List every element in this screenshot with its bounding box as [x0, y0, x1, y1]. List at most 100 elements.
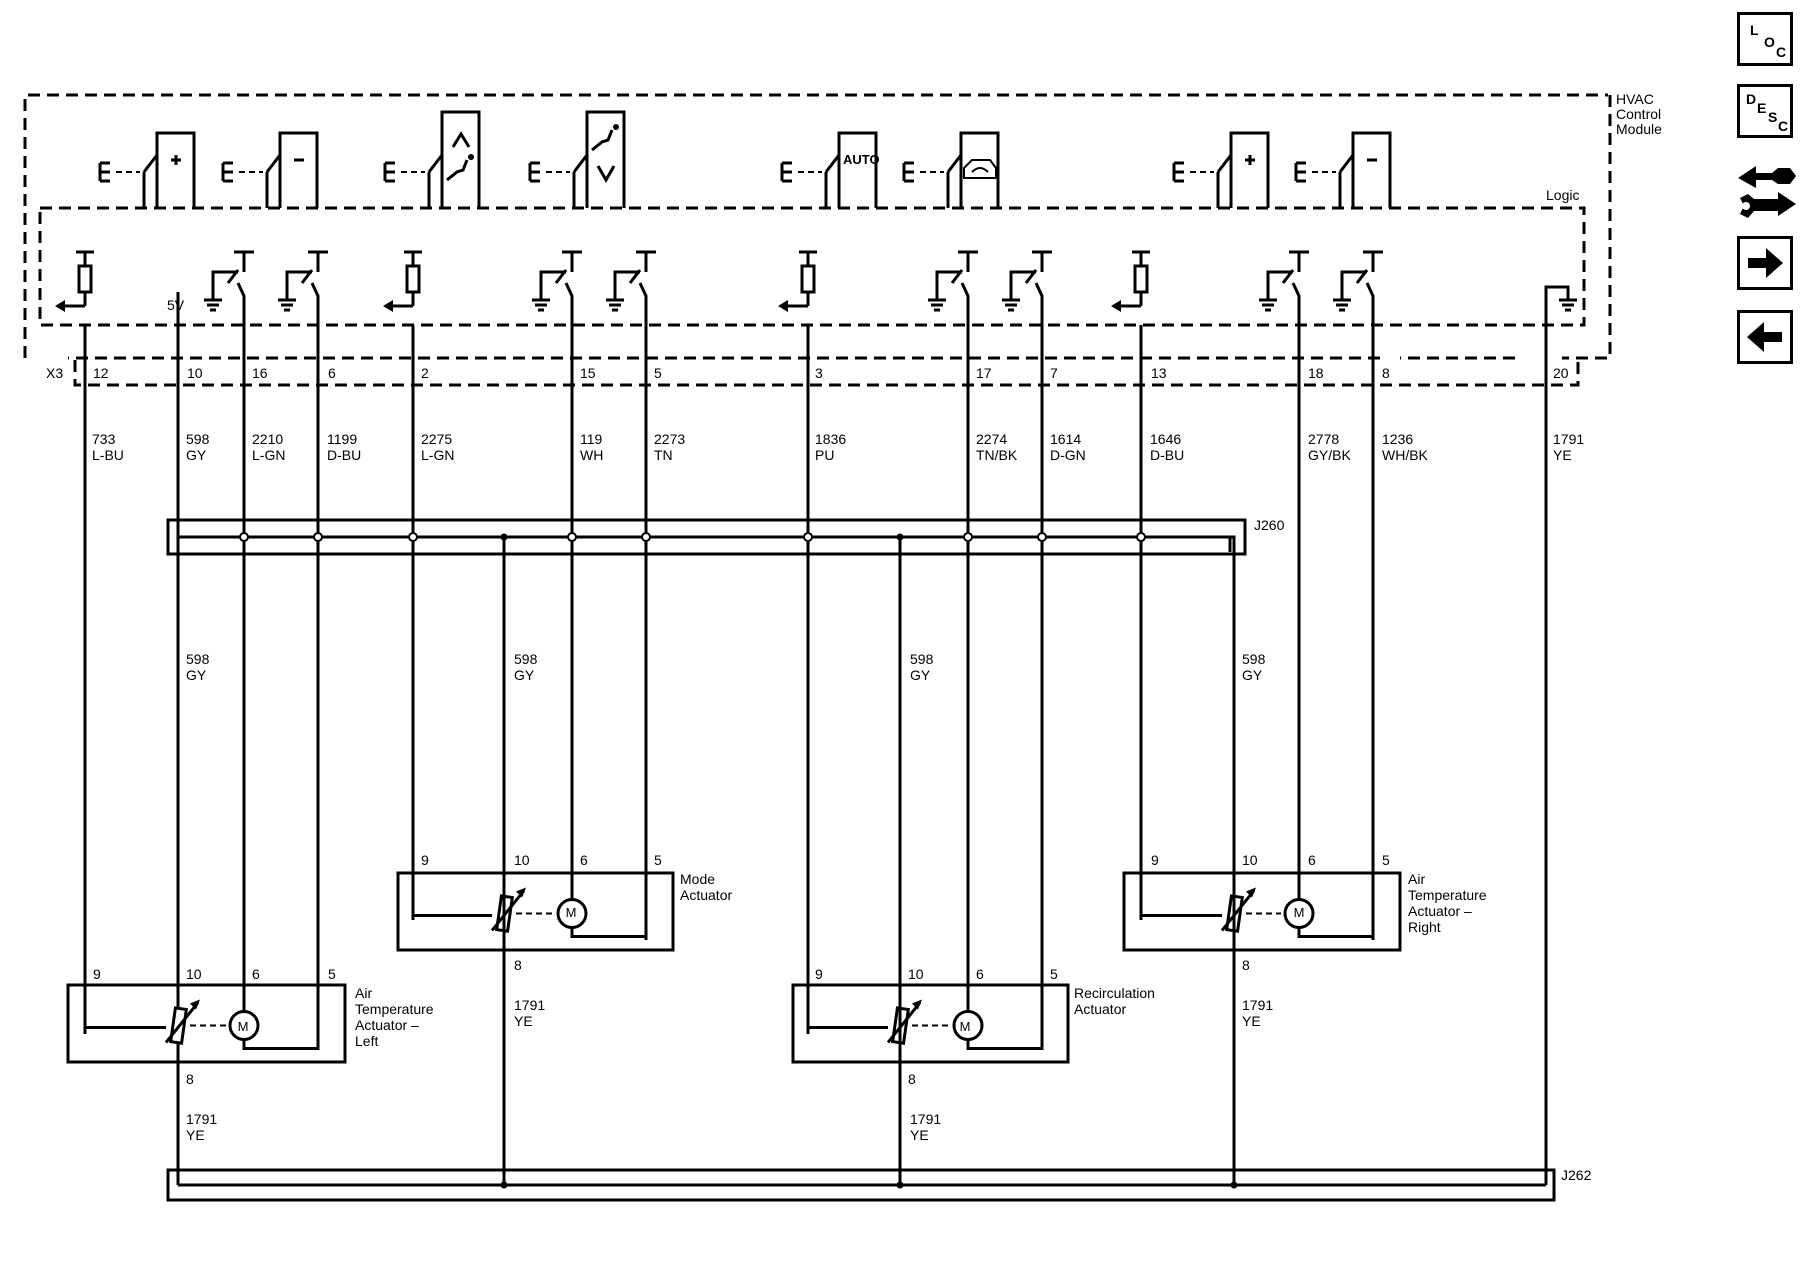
switch-lead [1009, 270, 1036, 300]
pin-number: 16 [252, 365, 268, 381]
potentiometer-icon [1220, 889, 1256, 932]
actuator-housing [396, 871, 675, 952]
switch-lead [935, 270, 962, 300]
wire-color: GY [186, 447, 207, 463]
wire-circuit: 598 [514, 651, 538, 667]
switch-e-terminal [1172, 163, 1184, 181]
module-switches [98, 110, 1392, 208]
actuator-box [66, 983, 347, 1064]
switch-contact [427, 154, 444, 173]
connector-swap-icon[interactable] [1734, 158, 1800, 228]
actuator-right-label: Air Temperature Actuator – Right 9 10 6 … [1151, 852, 1487, 973]
pin-number: 18 [1308, 365, 1324, 381]
wire-color: YE [1553, 447, 1572, 463]
description-button[interactable]: D E S C [1737, 84, 1793, 138]
wire-color: L-GN [252, 447, 285, 463]
wire-circuit: 1791 [514, 997, 545, 1013]
actuator-wire [411, 873, 492, 917]
actuator-name-line: Temperature [1408, 887, 1487, 903]
resistor-symbol [800, 264, 816, 294]
ground-switch [204, 250, 254, 325]
switch-e-terminal [221, 163, 233, 181]
wire-color: D-GN [1050, 447, 1086, 463]
ground-lead [1544, 285, 1570, 325]
actuator-mode-label: Mode Actuator 9 10 6 5 8 M [421, 852, 732, 973]
potentiometer-icon [890, 1006, 911, 1045]
wire-color: GY [186, 667, 207, 683]
pin-number: 20 [1553, 365, 1569, 381]
momentary-switch [528, 110, 626, 208]
actuator-pin: 10 [1242, 852, 1258, 868]
wire-crossover [641, 532, 651, 542]
module-title-line-3: Module [1616, 121, 1662, 137]
wire-color: YE [1242, 1013, 1261, 1029]
wire-circuit: 1791 [1242, 997, 1273, 1013]
desc-letter: E [1757, 100, 1767, 116]
wire-circuit: 1614 [1050, 431, 1081, 447]
pin-number: 12 [93, 365, 109, 381]
seat-airflow-icon [468, 154, 474, 160]
switch-body [585, 110, 626, 208]
splice-node [896, 1181, 904, 1189]
wire-color: YE [910, 1127, 929, 1143]
loc-letter: C [1776, 44, 1787, 60]
actuator-box [791, 983, 1070, 1064]
splice-j262-label: J262 [1561, 1167, 1592, 1183]
wire-circuit: 2210 [252, 431, 283, 447]
supply-tee [1363, 250, 1383, 272]
splice-node [1230, 1181, 1238, 1189]
plus-icon [1245, 155, 1255, 165]
ground-switch [532, 250, 582, 325]
ground-icon [1002, 298, 1020, 312]
switch-body [155, 131, 196, 208]
supply-tee [308, 250, 328, 272]
actuator-wire [966, 985, 1044, 1050]
switch-contact [1216, 154, 1233, 173]
splice-j260: J260 [166, 517, 1285, 556]
potentiometer-icon [494, 894, 515, 933]
loc-letter: O [1764, 34, 1775, 50]
motor-symbol-label: M [1294, 905, 1305, 920]
switch-e-terminal [383, 163, 395, 181]
actuator-pin: 6 [1308, 852, 1316, 868]
seat-airflow-icon [591, 129, 614, 152]
resistor-symbol [77, 264, 93, 294]
wire-circuit: 119 [580, 431, 603, 447]
wires [83, 325, 1548, 1189]
momentary-switch [221, 131, 319, 208]
pin-number: 13 [1151, 365, 1167, 381]
actuator-pin: 6 [580, 852, 588, 868]
pin-number: 2 [421, 365, 429, 381]
switch-e-terminal [223, 161, 233, 183]
pullup-resistor [55, 250, 94, 312]
wire-crossover [567, 532, 577, 542]
switch-body [837, 131, 878, 208]
ground-switch [1333, 250, 1383, 325]
wire-color: GY [514, 667, 535, 683]
desc-letter: D [1746, 91, 1757, 107]
previous-page-button[interactable] [1737, 310, 1793, 364]
next-page-button[interactable] [1737, 236, 1793, 290]
switch-output [1291, 282, 1301, 325]
switch-output [310, 282, 320, 325]
wire-crossover [1136, 532, 1146, 542]
switch-lead [211, 270, 238, 300]
actuator-left-label: Air Temperature Actuator – Left 9 10 6 5… [93, 966, 434, 1087]
plus-icon [171, 155, 181, 165]
switch-e-terminal [98, 163, 110, 181]
wire-color: PU [815, 447, 834, 463]
pin-labels: 12 10 16 6 2 15 5 3 17 7 13 18 8 20 733 … [92, 365, 1584, 463]
wire-color: GY [1242, 667, 1263, 683]
potentiometer-icon [164, 1001, 200, 1044]
switch-e-terminal [100, 161, 110, 183]
location-button[interactable]: L O C [1737, 12, 1793, 66]
actuator-name-line: Left [355, 1033, 378, 1049]
supply-tee [234, 250, 254, 272]
potentiometer-icon [516, 887, 526, 898]
wire-crossover [239, 532, 249, 542]
actuator-pin: 10 [186, 966, 202, 982]
potentiometer-icon [886, 1001, 922, 1044]
actuator-ground-pin: 8 [514, 957, 522, 973]
pin-number: 10 [187, 365, 203, 381]
pin-number: 15 [580, 365, 596, 381]
